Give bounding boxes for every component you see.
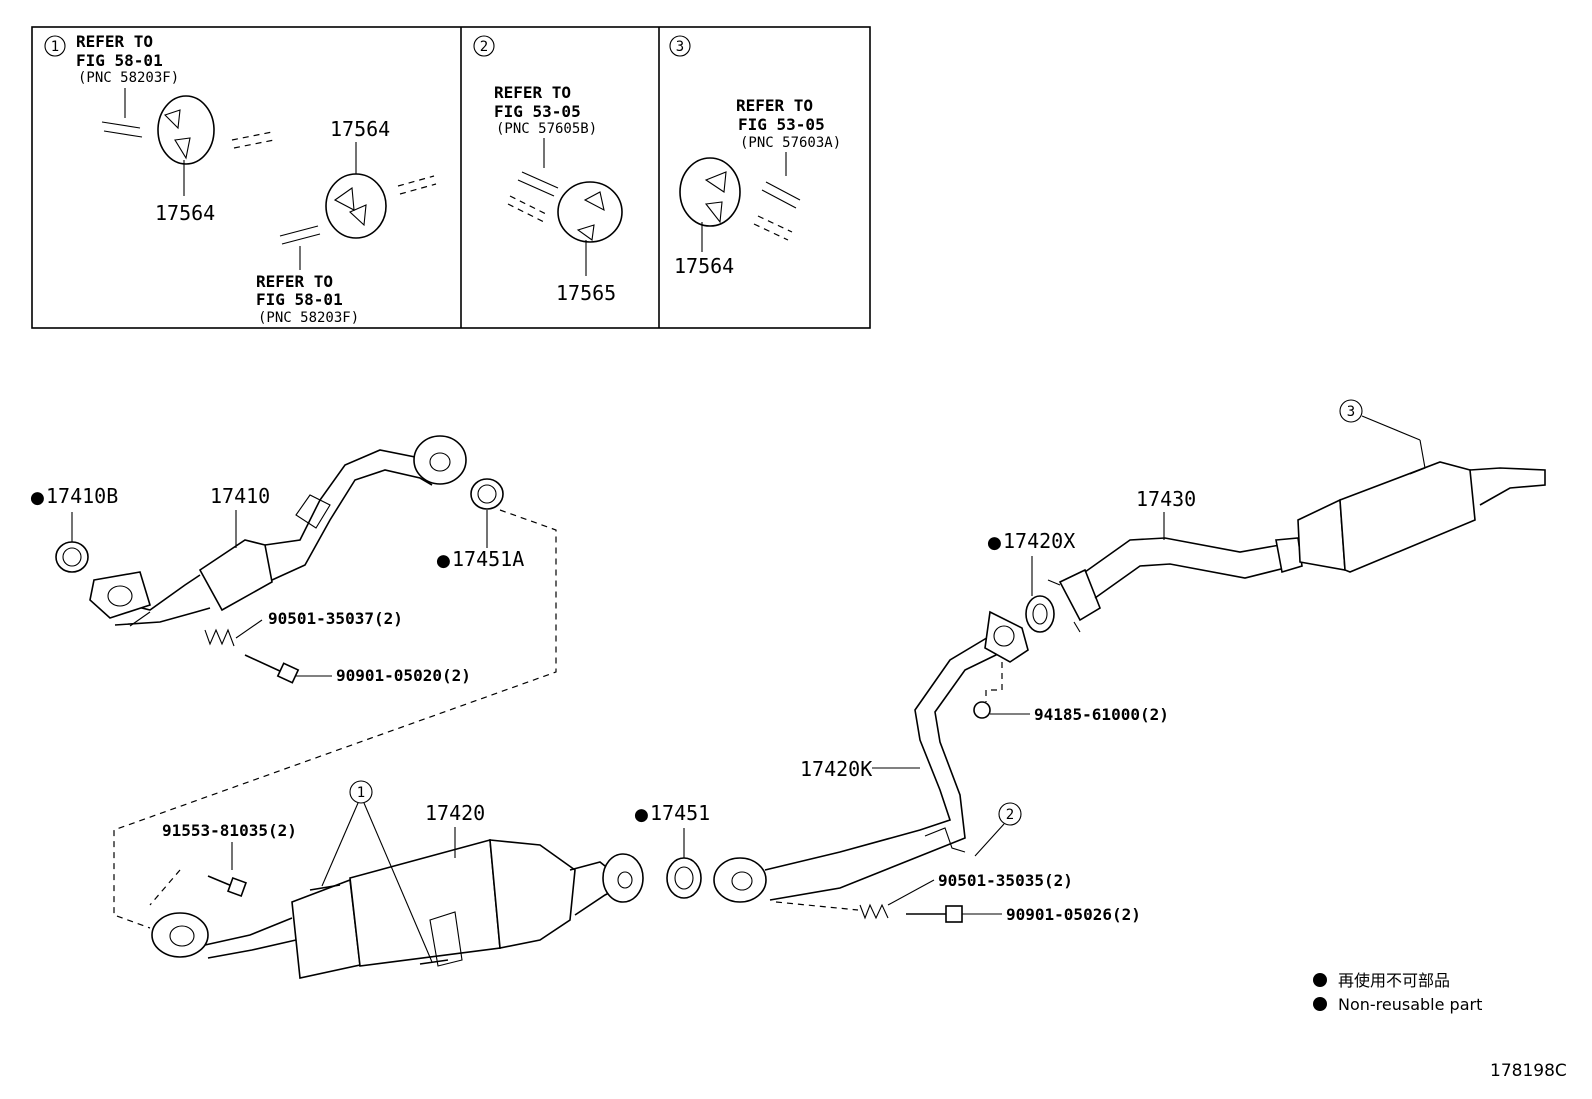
part-label-91553-81035: 91553-81035(2) — [162, 821, 297, 840]
legend-en: Non-reusable part — [1338, 995, 1482, 1014]
part-label-17410: 17410 — [210, 484, 270, 508]
refer-pnc-text: (PNC 57605B) — [496, 121, 597, 137]
bullet-non-reusable: ● — [436, 551, 451, 571]
callout-number: 1 — [357, 785, 365, 801]
callout-number: 3 — [1347, 404, 1355, 420]
diagram-code: 178198C — [1490, 1061, 1567, 1081]
callout-circle-1 — [44, 35, 66, 57]
gasket-17451A — [470, 478, 504, 510]
rubber-hanger — [679, 157, 741, 227]
callout-circle-1 — [349, 780, 373, 804]
gasket-17420X — [1025, 595, 1055, 633]
callout-number: 1 — [51, 39, 59, 55]
part-label-17564-b: 17564 — [330, 117, 390, 141]
part-label-17410B: 17410B — [46, 484, 118, 508]
callout-number: 2 — [1006, 807, 1014, 823]
part-label-90901-05020: 90901-05020(2) — [336, 666, 471, 685]
rubber-hanger — [157, 95, 215, 165]
part-label-17420K: 17420K — [800, 757, 872, 781]
part-label-17451: 17451 — [650, 801, 710, 825]
part-label-17565: 17565 — [556, 281, 616, 305]
tailpipe-muffler-17430 — [1047, 439, 1546, 633]
legend: 再使用不可部品 Non-reusable part — [1313, 971, 1482, 1014]
inset-panel — [31, 26, 871, 329]
part-label-90501-35037: 90501-35037(2) — [268, 609, 403, 628]
inset-box-3: 3 REFER TO FIG 53-05 (PNC 57603A) 17564 — [669, 35, 841, 278]
part-label-17420: 17420 — [425, 801, 485, 825]
part-label-17564-a: 17564 — [155, 201, 215, 225]
refer-fig-text: FIG 53-05 — [738, 115, 825, 134]
refer-fig-text: FIG 58-01 — [256, 290, 343, 309]
gasket-17451 — [666, 857, 702, 899]
part-label-90901-05026: 90901-05026(2) — [1006, 905, 1141, 924]
legend-jp: 再使用不可部品 — [1338, 971, 1450, 990]
part-label-17451A: 17451A — [452, 547, 524, 571]
refer-to-text: REFER TO — [256, 272, 333, 291]
refer-pnc-text: (PNC 58203F) — [258, 310, 359, 326]
part-label-17564-c: 17564 — [674, 254, 734, 278]
nut-icon — [973, 701, 991, 719]
part-label-94185-61000: 94185-61000(2) — [1034, 705, 1169, 724]
refer-to-text: REFER TO — [76, 32, 153, 51]
bullet-non-reusable: ● — [987, 533, 1002, 553]
refer-pnc-text: (PNC 57603A) — [740, 135, 841, 151]
refer-pnc-text: (PNC 58203F) — [78, 70, 179, 86]
bullet-non-reusable: ● — [30, 488, 45, 508]
center-pipe-17420K — [713, 610, 1029, 903]
refer-to-text: REFER TO — [736, 96, 813, 115]
bullet-icon — [1313, 997, 1327, 1011]
callout-number: 2 — [480, 39, 488, 55]
callout-number: 3 — [676, 39, 684, 55]
spring-icon — [204, 628, 235, 647]
callout-circle-2 — [998, 802, 1022, 826]
front-pipe-17410 — [89, 435, 467, 627]
refer-fig-text: FIG 58-01 — [76, 51, 163, 70]
callout-circle-3 — [669, 35, 691, 57]
bullet-icon — [1313, 973, 1327, 987]
spring-icon — [859, 903, 889, 920]
callout-circle-2 — [473, 35, 495, 57]
bolt-icon — [244, 654, 283, 673]
part-label-17430: 17430 — [1136, 487, 1196, 511]
inset-box-1: 1 REFER TO FIG 58-01 (PNC 58203F) 17564 … — [44, 32, 437, 326]
part-label-90501-35035: 90501-35035(2) — [938, 871, 1073, 890]
callout-circle-3 — [1339, 399, 1363, 423]
bolt-icon — [207, 875, 233, 887]
rubber-hanger — [325, 173, 387, 239]
bullet-non-reusable: ● — [634, 805, 649, 825]
refer-to-text: REFER TO — [494, 83, 571, 102]
rubber-hanger — [557, 181, 623, 243]
gasket-17410B — [55, 541, 89, 573]
refer-fig-text: FIG 53-05 — [494, 102, 581, 121]
part-label-17420X: 17420X — [1003, 529, 1075, 553]
inset-box-2: 2 REFER TO FIG 53-05 (PNC 57605B) 17565 — [473, 35, 623, 305]
converter-17420 — [151, 838, 644, 979]
connection-leader — [113, 509, 557, 929]
